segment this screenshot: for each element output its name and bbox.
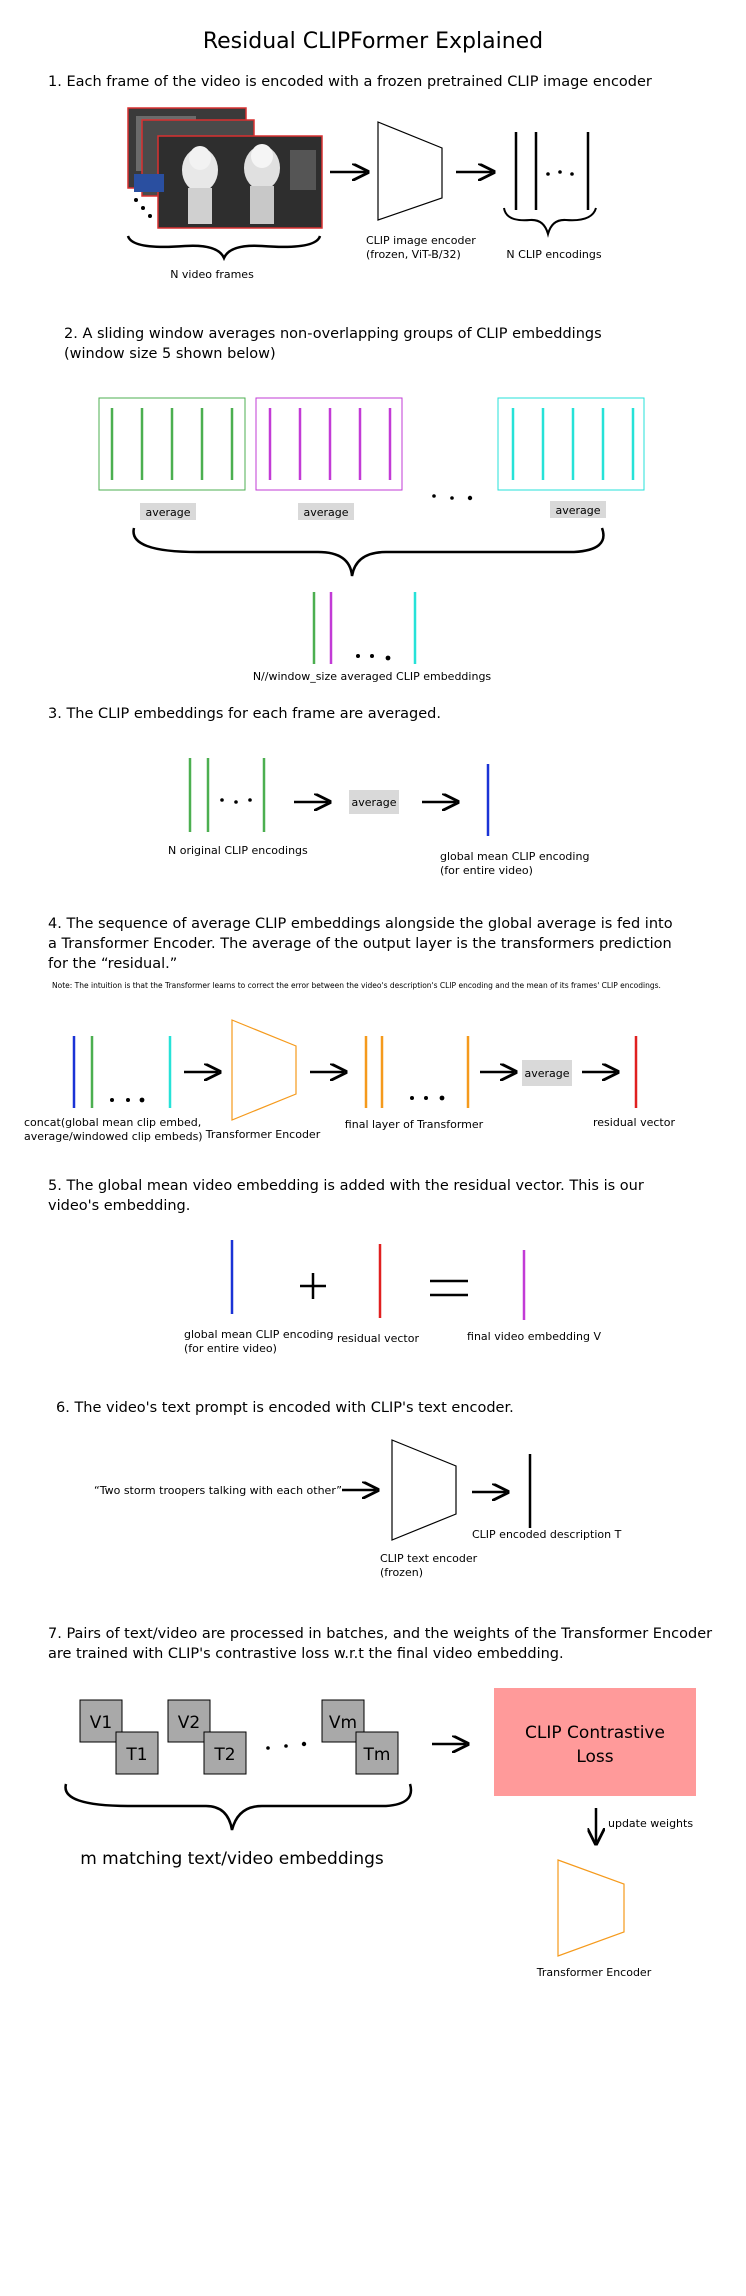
step-2-heading-2: (window size 5 shown below) bbox=[64, 346, 276, 362]
video-embedding-label: V1 bbox=[90, 1713, 112, 1733]
final-embedding-label: final video embedding V bbox=[467, 1330, 601, 1343]
text-encoder-label-1: CLIP text encoder bbox=[380, 1552, 478, 1565]
original-encodings-label: N original CLIP encodings bbox=[168, 844, 308, 857]
step-3: 3. The CLIP embeddings for each frame ar… bbox=[48, 706, 589, 877]
video-embedding-box bbox=[167, 1699, 211, 1743]
stormtrooper-helmet-2 bbox=[251, 144, 273, 168]
text-embedding-label: Tm bbox=[363, 1745, 391, 1765]
stormtrooper-body-2 bbox=[250, 186, 274, 224]
text-embedding-box bbox=[203, 1731, 247, 1775]
frames-label: N video frames bbox=[170, 268, 254, 281]
window-embeddings-cyan bbox=[511, 408, 635, 480]
transformer-encoder-shape bbox=[557, 1859, 625, 1957]
average-box bbox=[349, 790, 399, 814]
stormtrooper-helmet bbox=[189, 146, 211, 170]
average-label-2: average bbox=[303, 506, 348, 519]
average-box bbox=[522, 1060, 572, 1086]
global-mean-label-2: (for entire video) bbox=[184, 1342, 277, 1355]
image-encoder-label-2: (frozen, ViT-B/32) bbox=[366, 248, 461, 261]
step-4-note: Note: The intuition is that the Transfor… bbox=[52, 981, 661, 990]
encoded-description-label: CLIP encoded description T bbox=[472, 1528, 622, 1541]
clip-contrastive-loss-box bbox=[494, 1688, 696, 1796]
loss-label-2: Loss bbox=[576, 1747, 613, 1767]
average-label-1: average bbox=[145, 506, 190, 519]
pairs-brace bbox=[64, 1783, 413, 1831]
frames-brace bbox=[126, 235, 322, 262]
step-6-heading: 6. The video's text prompt is encoded wi… bbox=[56, 1400, 514, 1416]
text-prompt: “Two storm troopers talking with each ot… bbox=[94, 1484, 342, 1497]
frame-background-panel bbox=[290, 150, 316, 190]
residual-label: residual vector bbox=[593, 1116, 675, 1129]
text-embedding-label: T2 bbox=[213, 1745, 235, 1765]
step-5: 5. The global mean video embedding is ad… bbox=[48, 1178, 644, 1355]
update-weights-label: update weights bbox=[608, 1817, 693, 1830]
residual-label: residual vector bbox=[337, 1332, 419, 1345]
step-7: 7. Pairs of text/video are processed in … bbox=[48, 1626, 712, 1979]
window-box-green bbox=[98, 397, 246, 491]
average-label: average bbox=[351, 796, 396, 809]
text-encoder-label-2: (frozen) bbox=[380, 1566, 423, 1579]
global-mean-label-2: (for entire video) bbox=[440, 864, 533, 877]
text-embedding-label: T1 bbox=[125, 1745, 147, 1765]
window-box-cyan bbox=[497, 397, 645, 491]
step-5-heading-1: 5. The global mean video embedding is ad… bbox=[48, 1178, 644, 1194]
transformer-label: Transformer Encoder bbox=[536, 1966, 652, 1979]
pairs-label: m matching text/video embeddings bbox=[80, 1849, 384, 1869]
step-2: 2. A sliding window averages non-overlap… bbox=[64, 326, 645, 683]
clip-text-encoder-shape bbox=[391, 1439, 457, 1541]
concat-label-1: concat(global mean clip embed, bbox=[24, 1116, 201, 1129]
final-layer-label: final layer of Transformer bbox=[345, 1118, 484, 1131]
step-1-heading: 1. Each frame of the video is encoded wi… bbox=[48, 74, 652, 90]
window-embeddings-magenta bbox=[268, 408, 392, 480]
average-box-3 bbox=[550, 501, 606, 518]
video-embedding-label: Vm bbox=[329, 1713, 357, 1733]
average-box-2 bbox=[298, 503, 354, 520]
step-7-heading-1: 7. Pairs of text/video are processed in … bbox=[48, 1626, 712, 1642]
transformer-encoder-shape bbox=[231, 1019, 297, 1121]
stormtrooper-body bbox=[188, 188, 212, 224]
global-mean-label-1: global mean CLIP encoding bbox=[184, 1328, 333, 1341]
average-box-1 bbox=[140, 503, 196, 520]
video-embedding-box bbox=[79, 1699, 123, 1743]
video-frames-stack bbox=[127, 107, 323, 229]
image-encoder-label-1: CLIP image encoder bbox=[366, 234, 476, 247]
concat-label-2: average/windowed clip embeds) bbox=[24, 1130, 203, 1143]
step-4-heading-1: 4. The sequence of average CLIP embeddin… bbox=[48, 916, 673, 932]
window-box-magenta bbox=[255, 397, 403, 491]
step-7-heading-2: are trained with CLIP's contrastive loss… bbox=[48, 1646, 564, 1662]
global-mean-label-1: global mean CLIP encoding bbox=[440, 850, 589, 863]
text-embedding-box bbox=[115, 1731, 159, 1775]
window-embeddings-green bbox=[110, 408, 234, 480]
averaged-embeddings-label: N//window_size averaged CLIP embeddings bbox=[253, 670, 492, 683]
transformer-label: Transformer Encoder bbox=[205, 1128, 321, 1141]
step-5-heading-2: video's embedding. bbox=[48, 1198, 190, 1214]
step-4-heading-2: a Transformer Encoder. The average of th… bbox=[48, 936, 672, 952]
loss-label-1: CLIP Contrastive bbox=[525, 1723, 665, 1743]
frame-blue-detail bbox=[134, 174, 164, 192]
step-6: 6. The video's text prompt is encoded wi… bbox=[56, 1400, 622, 1579]
step-3-heading: 3. The CLIP embeddings for each frame ar… bbox=[48, 706, 441, 722]
step-4-heading-3: for the “residual.” bbox=[48, 956, 177, 972]
clip-image-encoder-shape bbox=[377, 121, 443, 221]
step-4: 4. The sequence of average CLIP embeddin… bbox=[24, 916, 675, 1143]
page-title: Residual CLIPFormer Explained bbox=[203, 29, 543, 54]
text-embedding-box bbox=[355, 1731, 399, 1775]
encodings-brace bbox=[503, 207, 597, 238]
step-1: 1. Each frame of the video is encoded wi… bbox=[48, 74, 652, 281]
windows-brace bbox=[132, 527, 605, 577]
average-label: average bbox=[524, 1067, 569, 1080]
video-embedding-label: V2 bbox=[178, 1713, 200, 1733]
encodings-label: N CLIP encodings bbox=[506, 248, 601, 261]
step-2-heading-1: 2. A sliding window averages non-overlap… bbox=[64, 326, 602, 342]
average-label-3: average bbox=[555, 504, 600, 517]
